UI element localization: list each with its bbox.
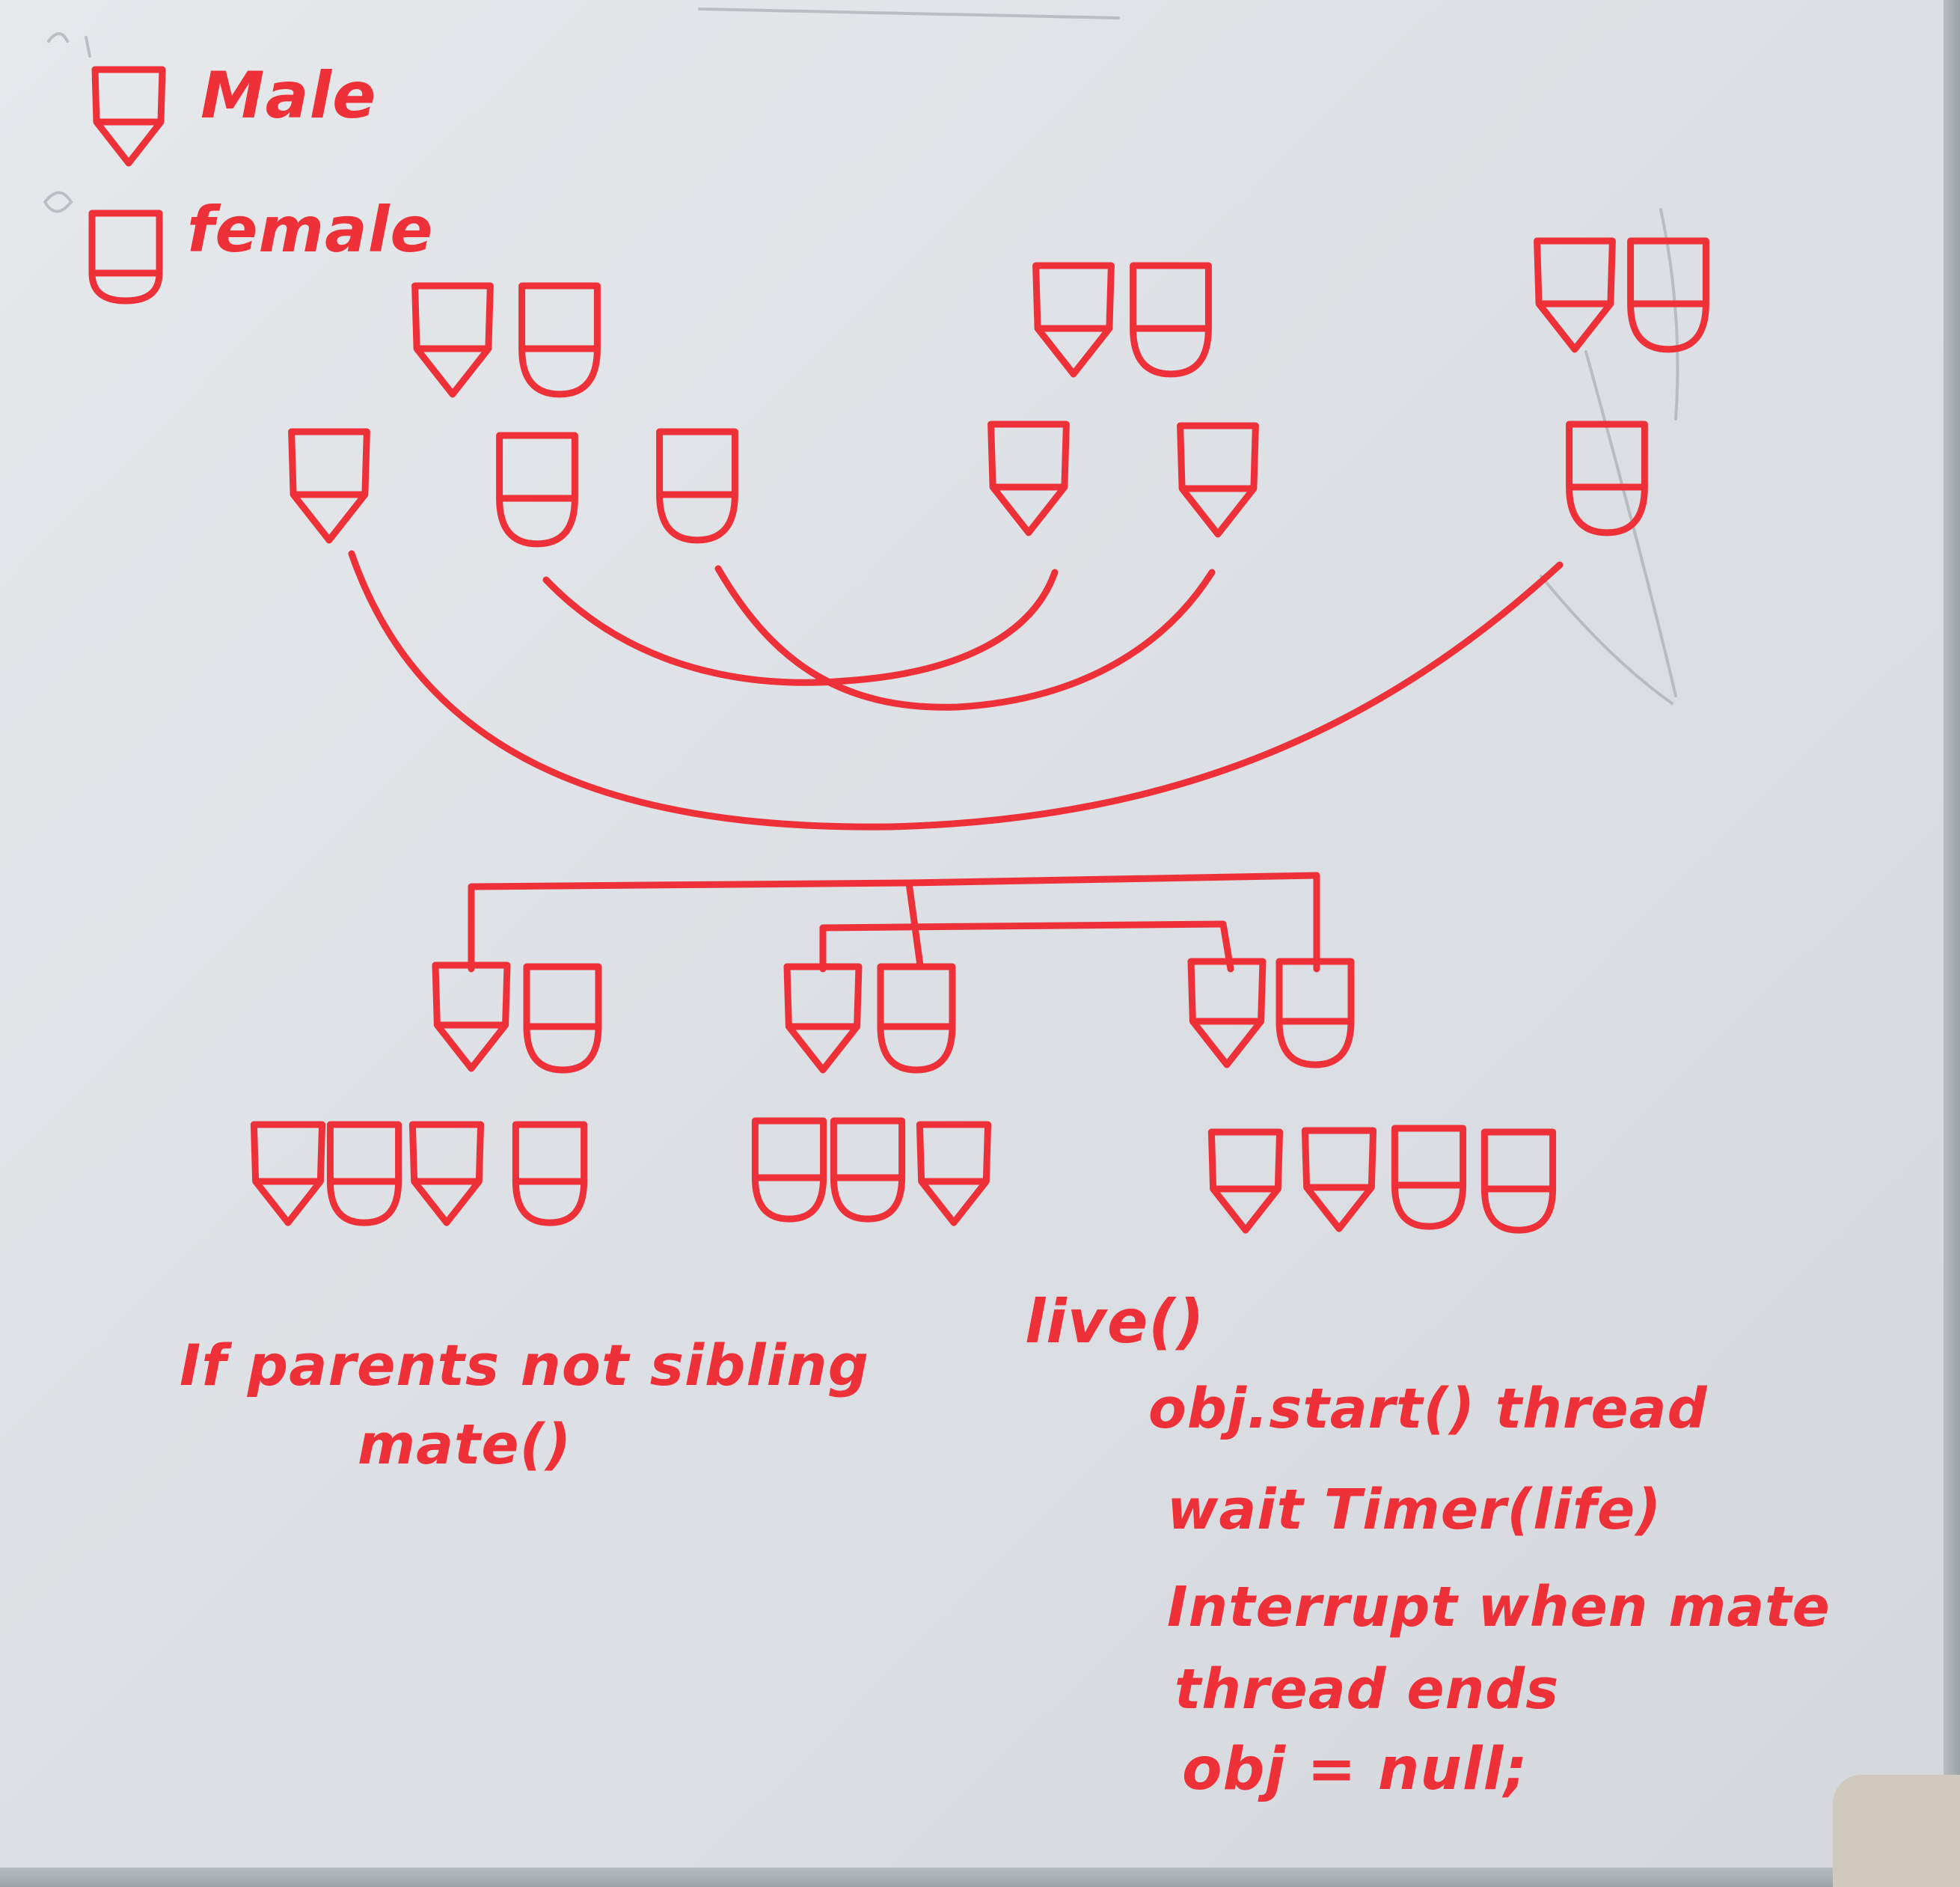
- condition-note: If parents not sibling: [180, 1332, 870, 1398]
- female-icon: [326, 1121, 402, 1226]
- code-thread-ends: thread ends: [1175, 1657, 1560, 1722]
- male-legend-icon: [91, 66, 166, 167]
- female-icon: [496, 432, 578, 548]
- male-icon: [288, 428, 370, 544]
- female-icon: [1566, 420, 1648, 536]
- female-icon: [518, 282, 601, 398]
- male-icon: [250, 1121, 326, 1226]
- board-frame-bottom: [0, 1868, 1960, 1887]
- code-start-thread: obj.start() thread: [1148, 1377, 1708, 1441]
- female-icon: [1391, 1125, 1467, 1230]
- arc-middle-1: [542, 569, 1059, 686]
- arc-outer: [348, 550, 1564, 831]
- female-icon: [512, 1121, 588, 1226]
- male-icon: [783, 963, 863, 1074]
- male-icon: [1534, 237, 1616, 353]
- female-icon: [1627, 237, 1709, 353]
- male-icon: [916, 1121, 992, 1226]
- code-live: live(): [1025, 1287, 1205, 1357]
- code-null-assign: obj = null;: [1182, 1736, 1528, 1803]
- board-frame-right: [1944, 0, 1960, 1887]
- female-icon: [1480, 1128, 1557, 1234]
- board-corner-bracket: [1833, 1775, 1960, 1887]
- male-icon: [1032, 262, 1115, 378]
- male-icon: [1177, 422, 1259, 538]
- arc-middle-2: [714, 565, 1216, 711]
- female-icon: [830, 1117, 906, 1223]
- female-icon: [523, 963, 602, 1074]
- male-icon: [1207, 1128, 1284, 1234]
- male-icon: [1187, 958, 1267, 1068]
- code-interrupt: Interrupt when mate: [1167, 1575, 1831, 1639]
- female-icon: [751, 1117, 827, 1223]
- female-legend-icon: [88, 210, 163, 305]
- female-icon: [656, 428, 738, 544]
- mating-arcs: [348, 550, 1564, 831]
- male-icon: [408, 1121, 485, 1226]
- code-wait-timer: wait Timer(life): [1167, 1478, 1662, 1542]
- male-icon: [1301, 1127, 1377, 1232]
- female-icon: [1275, 958, 1355, 1068]
- erased-marks: [43, 7, 1679, 705]
- generation-connectors: [468, 872, 1320, 973]
- legend-male-label: Male: [200, 58, 377, 133]
- male-icon: [411, 282, 494, 398]
- mate-call-note: mate(): [358, 1413, 572, 1477]
- female-icon: [1130, 262, 1212, 378]
- legend-female-label: female: [187, 193, 434, 266]
- female-icon: [877, 963, 956, 1074]
- male-icon: [432, 961, 511, 1072]
- legend: [88, 66, 166, 305]
- male-icon: [987, 420, 1070, 536]
